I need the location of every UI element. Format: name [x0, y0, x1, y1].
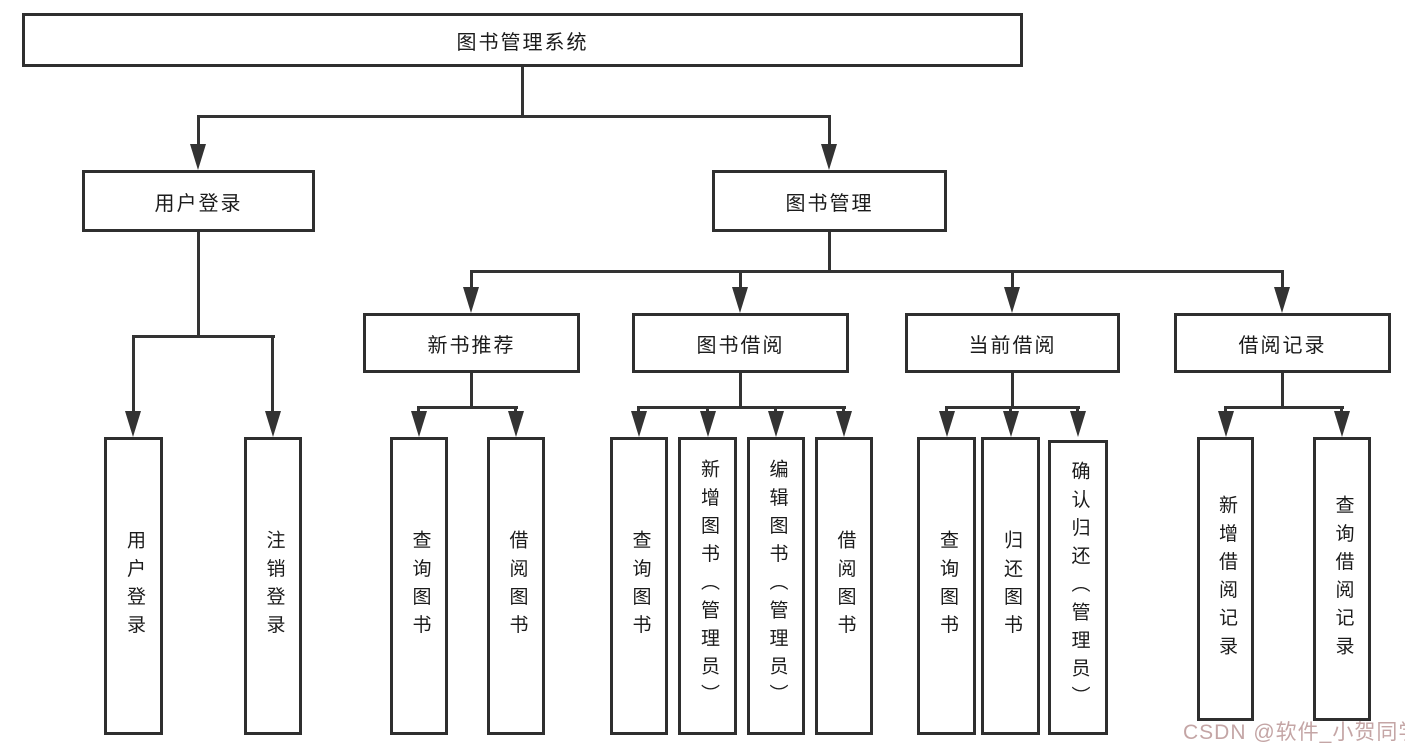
connector-line — [945, 406, 1080, 409]
arrowhead-icon — [631, 411, 647, 437]
connector-line — [1009, 406, 1012, 413]
connector-line — [1011, 373, 1014, 406]
connector-line — [197, 232, 200, 335]
node-new-book-recommend: 新书推荐 — [363, 313, 580, 373]
node-label: 新书推荐 — [427, 334, 516, 357]
connector-line — [197, 115, 200, 146]
node-label: 新增借阅记录 — [1215, 494, 1237, 664]
csdn-watermark: CSDN @软件_小贺同学 — [1183, 721, 1405, 744]
node-label: 图书管理 — [785, 192, 874, 215]
node-label: 借阅记录 — [1238, 334, 1327, 357]
connector-line — [1011, 270, 1014, 289]
arrowhead-icon — [700, 411, 716, 437]
connector-line — [637, 406, 846, 409]
connector-line — [1281, 373, 1284, 406]
connector-line — [706, 406, 709, 413]
node-user-login: 用户登录 — [82, 170, 315, 232]
connector-line — [842, 406, 845, 413]
node-leaf-query-books-borrowing: 查询图书 — [610, 437, 668, 735]
arrowhead-icon — [732, 287, 748, 313]
connector-line — [637, 406, 640, 413]
node-label: 图书借阅 — [696, 334, 785, 357]
arrowhead-icon — [1334, 411, 1350, 437]
node-label: 查询图书 — [936, 529, 958, 643]
node-label: 归还图书 — [1000, 529, 1022, 643]
connector-line — [470, 270, 1284, 273]
node-leaf-add-borrow-record: 新增借阅记录 — [1197, 437, 1254, 721]
arrowhead-icon — [190, 144, 206, 170]
connector-line — [514, 406, 517, 413]
node-label: 查询借阅记录 — [1332, 494, 1354, 664]
connector-line — [470, 270, 473, 289]
arrowhead-icon — [1003, 411, 1019, 437]
node-leaf-add-books-admin: 新增图书（管理员） — [678, 437, 737, 735]
node-label: 查询图书 — [409, 529, 431, 643]
connector-line — [945, 406, 948, 413]
node-label: 图书管理系统 — [456, 31, 589, 54]
connector-line — [739, 270, 742, 289]
connector-line — [521, 67, 524, 115]
connector-line — [132, 335, 135, 413]
arrowhead-icon — [836, 411, 852, 437]
node-book-borrowing: 图书借阅 — [632, 313, 849, 373]
node-label: 编辑图书（管理员） — [766, 459, 788, 713]
node-current-borrowing: 当前借阅 — [905, 313, 1120, 373]
connector-line — [197, 115, 831, 118]
node-borrowing-records: 借阅记录 — [1174, 313, 1391, 373]
arrowhead-icon — [1070, 411, 1086, 437]
node-label: 当前借阅 — [968, 334, 1057, 357]
connector-line — [470, 373, 473, 406]
connector-line — [774, 406, 777, 413]
node-label: 确认归还（管理员） — [1068, 460, 1090, 715]
arrowhead-icon — [265, 411, 281, 437]
connector-line — [1340, 406, 1343, 413]
node-leaf-return-books: 归还图书 — [981, 437, 1040, 735]
node-leaf-borrow-books: 借阅图书 — [815, 437, 873, 735]
arrowhead-icon — [508, 411, 524, 437]
connector-line — [417, 406, 420, 413]
connector-line — [1076, 406, 1079, 413]
arrowhead-icon — [768, 411, 784, 437]
connector-line — [417, 406, 518, 409]
connector-line — [828, 115, 831, 146]
connector-line — [132, 335, 275, 338]
node-leaf-user-login: 用户登录 — [104, 437, 163, 735]
node-leaf-logout: 注销登录 — [244, 437, 302, 735]
arrowhead-icon — [1274, 287, 1290, 313]
node-leaf-query-books-recommend: 查询图书 — [390, 437, 448, 735]
node-leaf-edit-books-admin: 编辑图书（管理员） — [747, 437, 805, 735]
node-leaf-query-borrow-record: 查询借阅记录 — [1313, 437, 1371, 721]
node-label: 借阅图书 — [834, 529, 856, 643]
arrowhead-icon — [939, 411, 955, 437]
connector-line — [271, 335, 274, 413]
connector-line — [1224, 406, 1344, 409]
arrowhead-icon — [411, 411, 427, 437]
node-library-management-system: 图书管理系统 — [22, 13, 1023, 67]
node-label: 借阅图书 — [506, 529, 528, 643]
node-label: 用户登录 — [123, 529, 145, 643]
node-leaf-confirm-return-admin: 确认归还（管理员） — [1048, 440, 1108, 735]
connector-line — [739, 373, 742, 406]
connector-line — [1281, 270, 1284, 289]
node-label: 用户登录 — [154, 192, 243, 215]
node-book-management: 图书管理 — [712, 170, 947, 232]
node-leaf-query-books-current: 查询图书 — [917, 437, 976, 735]
arrowhead-icon — [1218, 411, 1234, 437]
node-leaf-borrow-books-recommend: 借阅图书 — [487, 437, 545, 735]
arrowhead-icon — [125, 411, 141, 437]
arrowhead-icon — [463, 287, 479, 313]
arrowhead-icon — [1004, 287, 1020, 313]
node-label: 新增图书（管理员） — [697, 459, 719, 713]
connector-line — [1224, 406, 1227, 413]
node-label: 注销登录 — [263, 529, 285, 643]
connector-line — [828, 232, 831, 270]
arrowhead-icon — [821, 144, 837, 170]
node-label: 查询图书 — [629, 529, 651, 643]
